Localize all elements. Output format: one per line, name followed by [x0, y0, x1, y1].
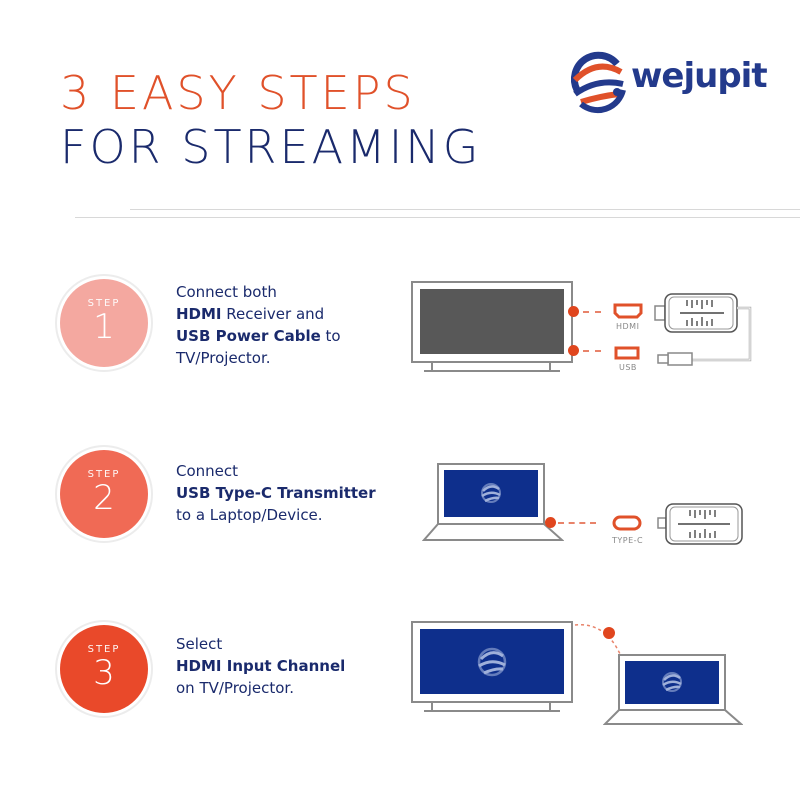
- title-line-2: FOR STREAMING: [60, 120, 482, 174]
- step-3-description: Select HDMI Input Channel on TV/Projecto…: [176, 633, 345, 699]
- step-number: 2: [93, 477, 115, 518]
- step-1-line-2-rest: Receiver and: [221, 305, 325, 323]
- laptop-mirrored-illustration: [603, 654, 743, 725]
- hdmi-port-icon: [613, 303, 643, 319]
- type-c-dashed-line: [558, 522, 596, 524]
- step-label: STEP: [87, 297, 121, 309]
- wejupit-logo: wejupit: [567, 50, 777, 114]
- usb-port-pin: [568, 345, 579, 356]
- step-3-line-1: Select: [176, 635, 223, 653]
- wireless-connection-arc: [574, 624, 621, 655]
- tv-mirrored-illustration: [411, 621, 573, 712]
- hdmi-input-channel-bold: HDMI Input Channel: [176, 657, 346, 675]
- hdmi-port-label: HDMI: [616, 322, 640, 331]
- step-1-line-3-rest: to: [320, 327, 341, 345]
- usb-type-c-port-icon: [612, 515, 642, 531]
- step-1-line-1: Connect both: [176, 283, 277, 301]
- step-1-line-3: USB Power Cable to: [176, 325, 341, 347]
- laptop-illustration: [422, 463, 564, 541]
- hdmi-bold: HDMI: [176, 305, 222, 323]
- hdmi-port-pin: [568, 306, 579, 317]
- step-2-line-2: USB Type-C Transmitter: [176, 482, 376, 504]
- tv-gray-illustration: [411, 281, 573, 372]
- divider-top: [130, 209, 800, 210]
- usb-port-icon: [614, 346, 640, 360]
- step-label: STEP: [87, 468, 121, 480]
- hdmi-dashed-line: [583, 311, 601, 313]
- logo-wordmark: wejupit: [631, 56, 768, 96]
- step-1-badge: STEP 1: [55, 274, 153, 372]
- laptop-usbc-port-pin: [545, 517, 556, 528]
- type-c-port-label: TYPE-C: [612, 536, 644, 545]
- step-number: 3: [93, 652, 115, 693]
- step-3-badge: STEP 3: [55, 620, 153, 718]
- usb-dashed-line: [583, 350, 601, 352]
- step-2-line-1: Connect: [176, 462, 239, 480]
- usb-power-cable-bold: USB Power Cable: [176, 327, 321, 345]
- step-number: 1: [93, 306, 115, 347]
- step-1-line-4: TV/Projector.: [176, 349, 271, 367]
- step-2-badge: STEP 2: [55, 445, 153, 543]
- globe-logo-icon: [570, 51, 626, 113]
- title-line-1: 3 EASY STEPS: [60, 66, 416, 120]
- step-3-line-3: on TV/Projector.: [176, 679, 294, 697]
- step-2-description: Connect USB Type-C Transmitter to a Lapt…: [176, 460, 376, 526]
- usb-type-c-transmitter-bold: USB Type-C Transmitter: [176, 484, 376, 502]
- step-1-line-2: HDMI Receiver and: [176, 303, 341, 325]
- divider-bottom: [75, 217, 800, 218]
- step-label: STEP: [87, 643, 121, 655]
- hdmi-receiver-dongle-icon: [654, 293, 752, 366]
- step-3-line-2: HDMI Input Channel: [176, 655, 345, 677]
- step-1-description: Connect both HDMI Receiver and USB Power…: [176, 281, 341, 369]
- usb-port-label: USB: [619, 363, 637, 372]
- usb-c-transmitter-dongle-icon: [657, 503, 743, 545]
- step-2-line-3: to a Laptop/Device.: [176, 506, 323, 524]
